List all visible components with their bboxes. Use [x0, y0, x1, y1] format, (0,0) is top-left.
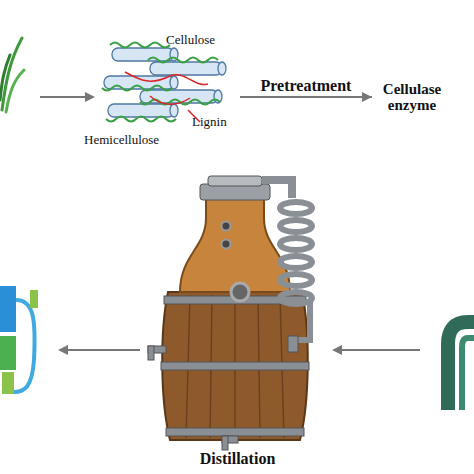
- flow-arrow: [40, 92, 95, 102]
- part-label: Hemicellulose: [84, 132, 159, 148]
- fuel-pump: [0, 286, 38, 394]
- process-label: Distillation: [150, 450, 325, 468]
- enzyme-node: Cellulase enzyme: [372, 76, 452, 118]
- part-label: Lignin: [192, 114, 227, 130]
- grass-illustration: [0, 38, 24, 112]
- edge-label: Pretreatment: [261, 77, 352, 95]
- flow-arrow: [58, 345, 140, 355]
- pipe-illustration: [448, 322, 474, 410]
- part-label: Cellulose: [166, 32, 215, 48]
- distillation-node: Distillation: [150, 178, 325, 472]
- flow-arrow: [332, 345, 420, 355]
- distillation-still: [148, 176, 312, 450]
- process-label: Cellulase enzyme: [372, 76, 452, 118]
- arrow-head: [362, 92, 372, 102]
- arrow-line: [240, 96, 372, 98]
- fiber-structure: [102, 43, 226, 123]
- fiber-structure-node: CelluloseLigninHemicellulose: [80, 28, 240, 166]
